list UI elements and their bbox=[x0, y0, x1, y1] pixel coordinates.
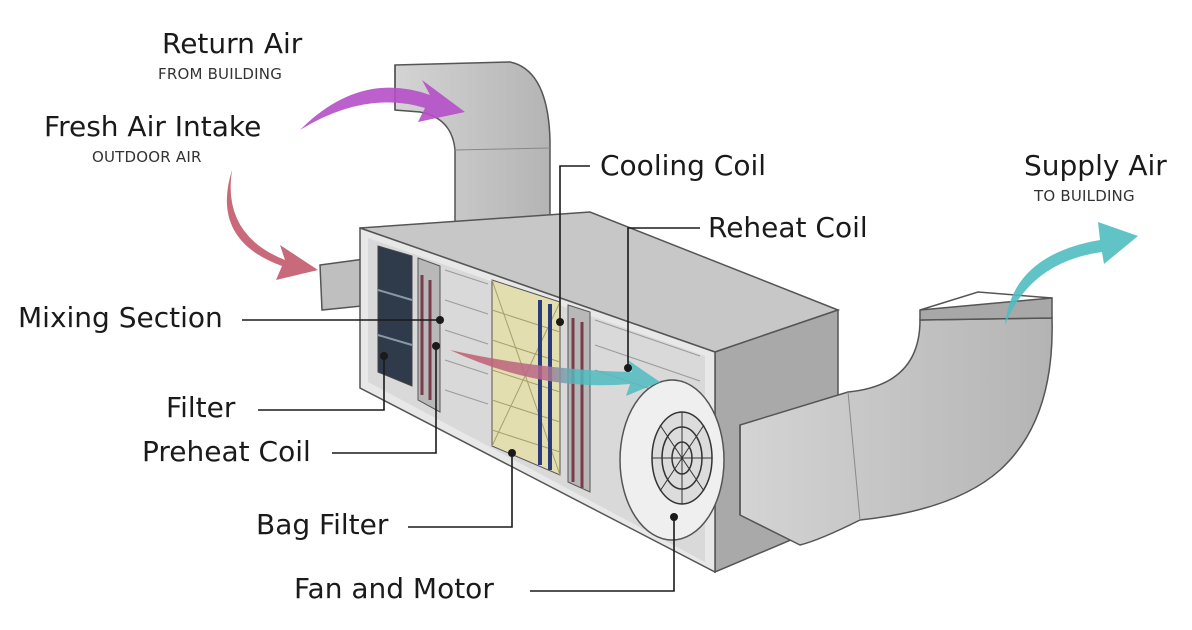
supply-air-arrow bbox=[1005, 222, 1138, 325]
filter-panels bbox=[377, 245, 413, 387]
filter-label: Filter bbox=[166, 391, 236, 424]
fresh-air-sublabel: OUTDOOR AIR bbox=[92, 148, 202, 166]
cooling-coil-label: Cooling Coil bbox=[600, 149, 767, 182]
bag-filter-label: Bag Filter bbox=[256, 508, 389, 541]
reheat-coil-label: Reheat Coil bbox=[708, 211, 868, 244]
fan-and-motor-label: Fan and Motor bbox=[294, 572, 494, 605]
leader-lines bbox=[242, 165, 700, 592]
preheat-coil bbox=[417, 257, 441, 413]
reheat-coil-leader bbox=[627, 227, 700, 368]
fan-and-motor bbox=[619, 379, 725, 541]
supply-air-label: Supply Air bbox=[1024, 149, 1167, 182]
filter-leader bbox=[258, 356, 385, 411]
return-air-label: Return Air bbox=[162, 27, 303, 60]
cooling-coil-leader bbox=[559, 165, 590, 322]
fan-motor-leader bbox=[530, 517, 675, 592]
internal-airflow-arrow bbox=[450, 350, 660, 396]
fresh-air-label: Fresh Air Intake bbox=[44, 110, 262, 143]
return-air-sublabel: FROM BUILDING bbox=[158, 65, 283, 83]
return-air-arrow bbox=[300, 80, 465, 130]
cooling-coil bbox=[491, 279, 561, 476]
preheat-coil-label: Preheat Coil bbox=[142, 435, 311, 468]
bag-filter-leader bbox=[408, 453, 513, 528]
supply-air-duct bbox=[739, 291, 1053, 546]
reheat-coil bbox=[567, 304, 591, 493]
mixing-section-label: Mixing Section bbox=[18, 301, 223, 334]
leader-dots bbox=[380, 316, 678, 521]
fresh-air-arrow bbox=[226, 170, 318, 280]
preheat-coil-leader bbox=[332, 346, 437, 454]
supply-air-sublabel: TO BUILDING bbox=[1034, 187, 1135, 205]
